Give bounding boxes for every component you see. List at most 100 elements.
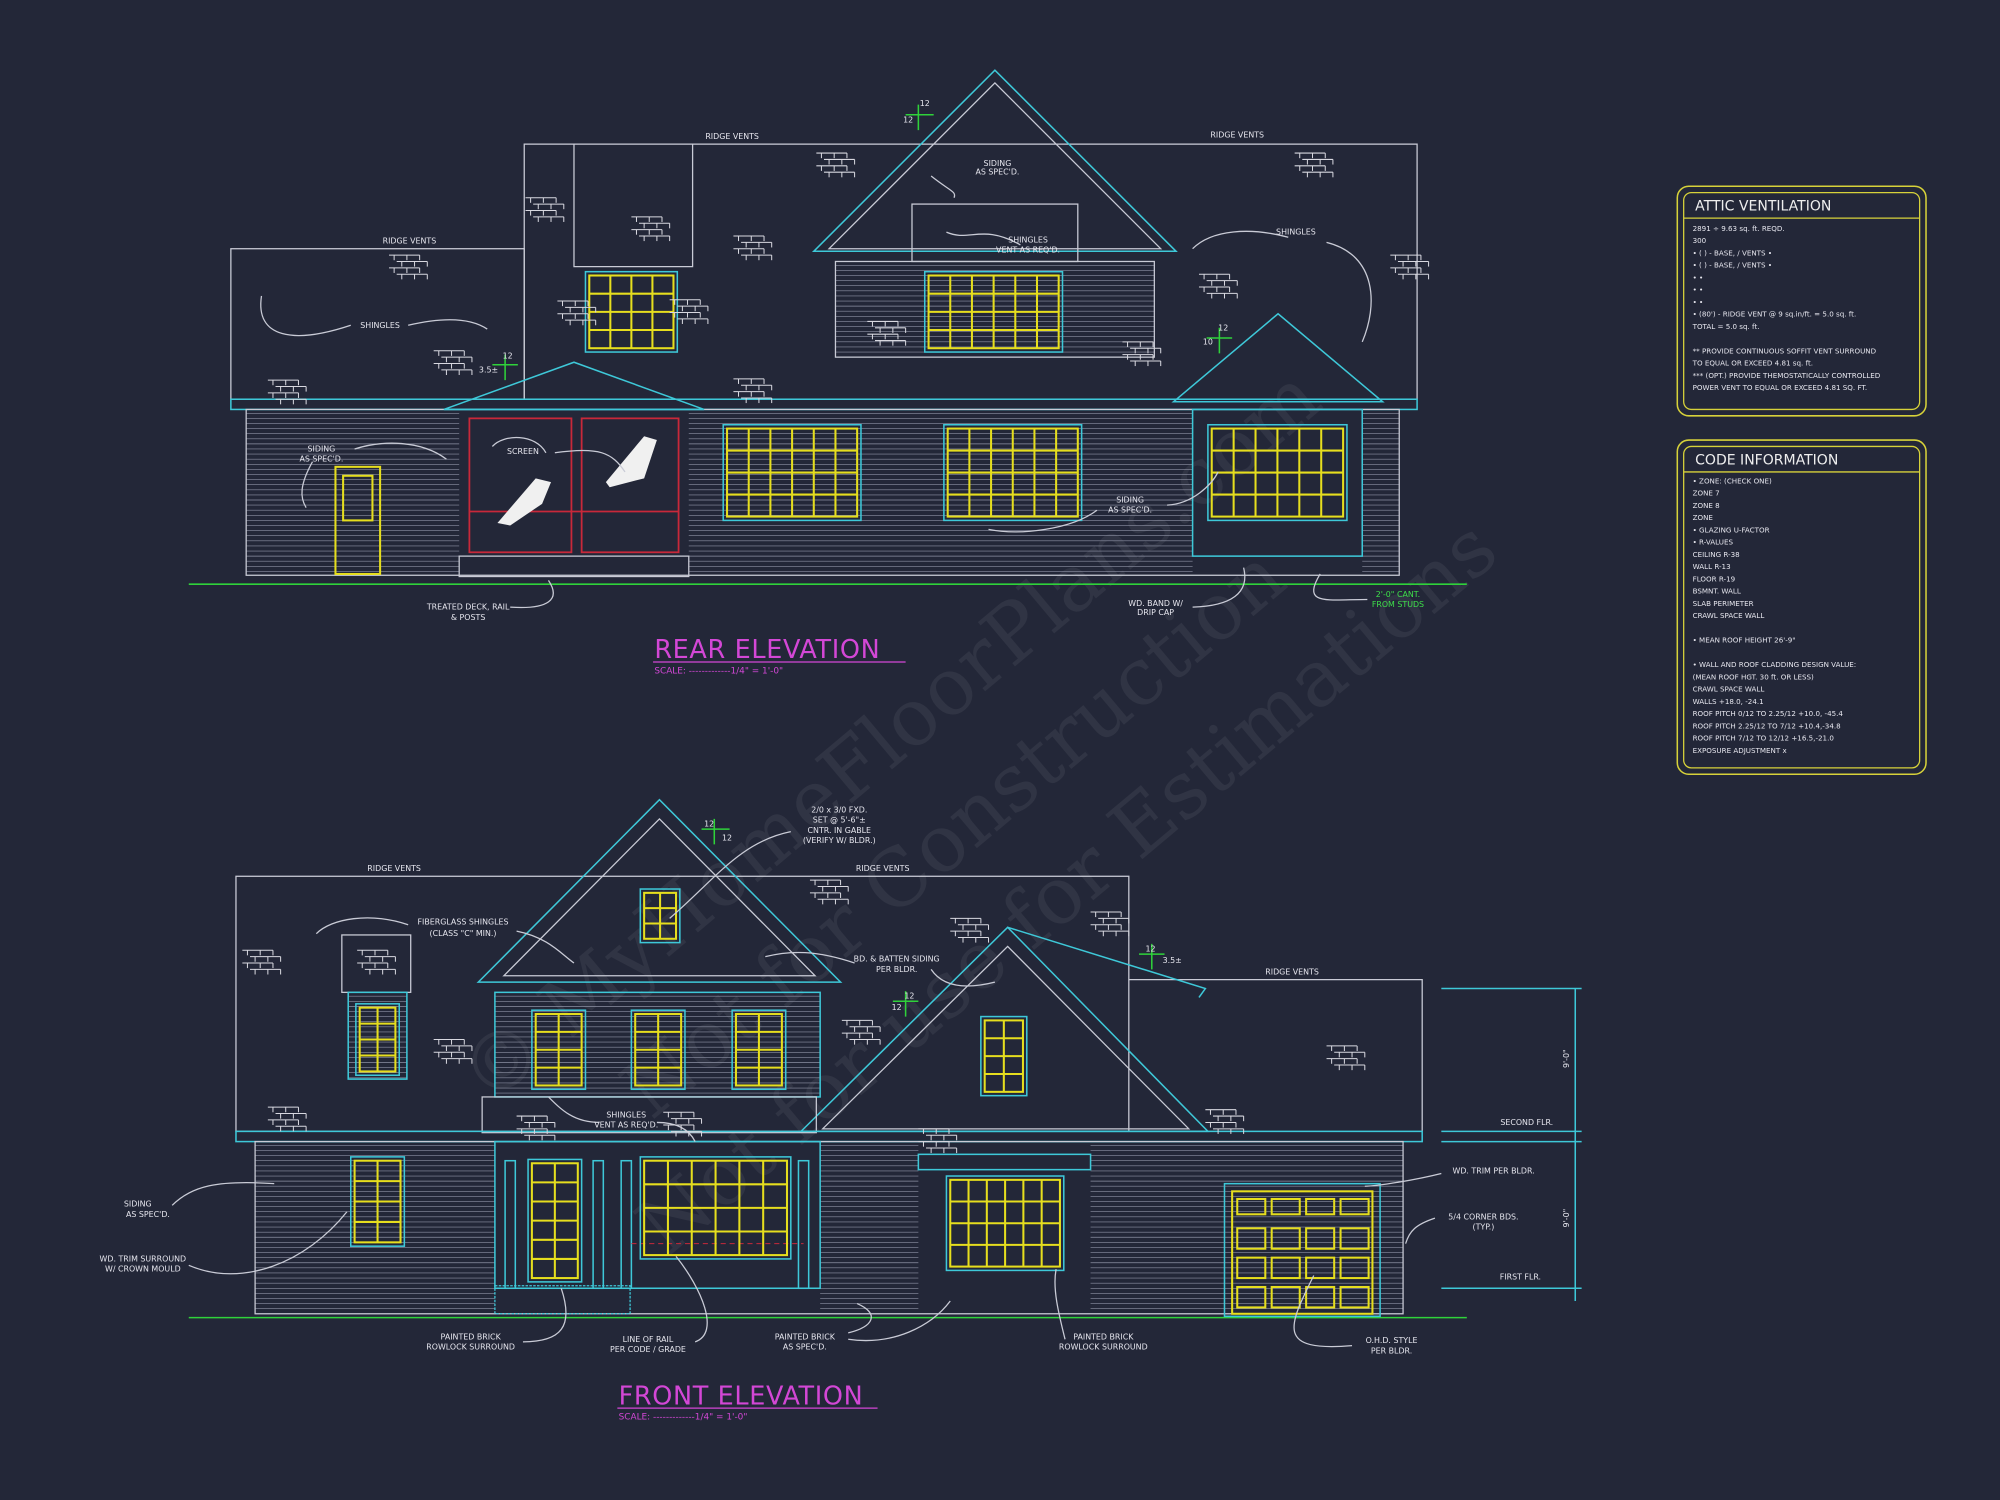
label-siding: SIDING (124, 1200, 152, 1209)
garage-panel (1270, 1227, 1301, 1250)
label-siding: AS SPEC'D. (126, 1210, 170, 1219)
brick-icon (267, 379, 307, 405)
rear-scale: SCALE: -------------1/4" = 1'-0" (654, 666, 783, 676)
garage-panel (1236, 1285, 1267, 1309)
label-brick-rowlock: PAINTED BRICK (1073, 1332, 1134, 1341)
window (531, 1009, 587, 1091)
pitch-run: 12 (904, 992, 914, 1001)
window (630, 1009, 686, 1091)
brick-icon (557, 300, 597, 326)
rear-right-bay (1191, 408, 1364, 557)
garage-panel (1270, 1256, 1301, 1280)
brick-icon (1198, 273, 1238, 299)
brick-icon (525, 197, 565, 222)
front-elevation-title: FRONT ELEVATION (619, 1381, 864, 1411)
rear-door-glass (342, 474, 374, 522)
brick-icon (1326, 1045, 1366, 1071)
garage-door[interactable] (1223, 1182, 1381, 1318)
bay-cap (917, 1153, 1092, 1171)
label-shingles-vent: SHINGLES (1008, 235, 1048, 244)
label-gable-window: CNTR. IN GABLE (808, 826, 872, 835)
brick-icon (357, 949, 396, 975)
dim-lower: 9'-0" (1562, 1209, 1571, 1228)
label-deck: & POSTS (451, 613, 485, 622)
brick-icon (516, 1115, 556, 1141)
label-shingles-vent: VENT AS REQ'D. (594, 1121, 658, 1130)
pitch-run: 12 (1145, 945, 1155, 954)
pitch-symbol (1206, 327, 1233, 354)
front-scale: SCALE: -------------1/4" = 1'-0" (619, 1413, 748, 1423)
label-siding: SIDING (984, 159, 1012, 168)
window (731, 1009, 787, 1091)
window (355, 1003, 400, 1077)
garage-panel (1236, 1197, 1267, 1216)
brick-icon (389, 254, 428, 280)
label-band: WD. BAND W/ (1128, 599, 1183, 608)
brick-icon (242, 949, 282, 975)
front-porch (494, 1140, 821, 1290)
window (943, 423, 1083, 522)
label-ohd: O.H.D. STYLE (1366, 1336, 1418, 1345)
label-ridge-vents: RIDGE VENTS (705, 132, 759, 141)
brick-icon (950, 917, 990, 943)
info-line: • MEAN ROOF HEIGHT 26'-9" (1693, 636, 1796, 645)
window (923, 270, 1064, 353)
rear-door[interactable] (334, 465, 382, 575)
label-brick-spec: AS SPEC'D. (783, 1342, 827, 1351)
garage-panel (1305, 1285, 1336, 1309)
brick-icon (631, 216, 671, 242)
porch-roof (481, 1096, 817, 1134)
rear-elevation-title: REAR ELEVATION (654, 635, 880, 665)
rear-windows (584, 270, 1348, 522)
screen-reflection (497, 478, 552, 526)
pitch-symbol (701, 818, 730, 845)
label-cant: 2'-0" CANT. (1376, 590, 1420, 599)
label-ridge-vents: RIDGE VENTS (856, 864, 910, 873)
window (639, 888, 681, 944)
garage-panel (1236, 1256, 1267, 1280)
pitch-rise: 12 (722, 834, 732, 843)
label-siding: AS SPEC'D. (1108, 506, 1152, 515)
info-line: ZONE (1693, 513, 1714, 522)
garage-panel (1339, 1227, 1370, 1250)
brick-icon (433, 1039, 473, 1064)
front-main-gable-inner (502, 817, 817, 977)
brick-icon (1390, 254, 1430, 280)
info-line: • R-VALUES (1693, 538, 1734, 547)
front-dormer (347, 991, 408, 1080)
info-line: EXPOSURE ADJUSTMENT x (1693, 746, 1787, 755)
attic-ventilation-title: ATTIC VENTILATION (1695, 198, 1831, 214)
rear-center-gable-inner (827, 82, 1163, 250)
rear-right-gable (1171, 312, 1385, 403)
info-line: SLAB PERIMETER (1693, 599, 1754, 608)
garage-panel (1305, 1197, 1336, 1216)
rear-dormer (573, 144, 694, 268)
front-steps (494, 1285, 631, 1315)
brick-icon (433, 350, 473, 375)
brick-icon (1294, 152, 1334, 178)
window (527, 1158, 583, 1283)
pitch-rise: 3.5± (1163, 956, 1182, 965)
brick-icon (816, 152, 856, 178)
front-right-roof-edge (1007, 926, 1207, 998)
window (980, 1015, 1028, 1097)
label-corner: 5/4 CORNER BDS. (1448, 1212, 1518, 1221)
rear-center-gable (811, 69, 1178, 253)
pitch-run: 12 (920, 99, 930, 108)
info-line: TOTAL = 5.0 sq. ft. (1692, 322, 1760, 331)
info-line: • ( ) - BASE, / VENTS • (1693, 261, 1772, 270)
label-siding: SIDING (308, 445, 336, 454)
label-siding: AS SPEC'D. (299, 455, 343, 464)
label-ridge-vents: RIDGE VENTS (1265, 967, 1319, 976)
label-gable-window: (VERIFY W/ BLDR.) (803, 836, 876, 845)
label-shingles: SHINGLES (1276, 228, 1316, 237)
pitch-rise: 12 (892, 1003, 902, 1012)
garage-panel (1270, 1285, 1301, 1309)
info-line: (MEAN ROOF HGT. 30 ft. OR LESS) (1693, 672, 1814, 681)
pitch-symbol (892, 991, 919, 1017)
front-elevation: 9'-0" 9'-0" 12 12 12 3.5± 12 12 RIDGE VE… (100, 798, 1582, 1423)
garage-panel (1305, 1256, 1336, 1280)
info-line: BSMNT. WALL (1693, 587, 1741, 596)
brick-symbols (242, 152, 1430, 1154)
label-brick-rowlock: PAINTED BRICK (441, 1332, 502, 1341)
